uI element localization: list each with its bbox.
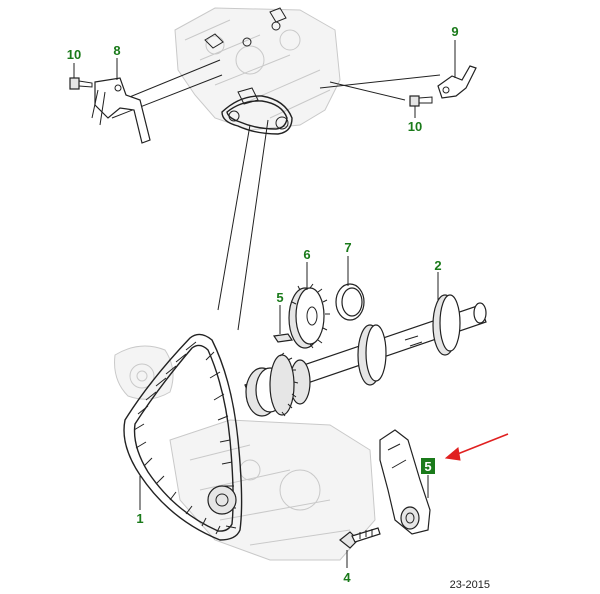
callout-5-key: 5 <box>276 290 283 305</box>
red-arrow <box>444 433 509 461</box>
part-8-bracket <box>91 77 151 144</box>
callout-5-boxed-label: 5 <box>424 459 431 474</box>
callout-8: 8 <box>113 43 120 58</box>
lower-sprocket <box>207 485 237 515</box>
callout-1: 1 <box>136 511 143 526</box>
part-1-timing-belt <box>123 333 243 541</box>
engine-block-lower-ghost <box>114 345 376 561</box>
part-6-sprocket <box>288 283 330 349</box>
callout-4: 4 <box>343 570 351 585</box>
engine-block-top-ghost <box>174 7 341 131</box>
callout-6: 6 <box>303 247 310 262</box>
part-10-bolt-left <box>69 77 93 90</box>
part-2-camshaft <box>244 294 487 417</box>
top-timing-belt <box>221 87 293 135</box>
tensioner-arm <box>379 429 431 535</box>
callout-9: 9 <box>451 24 458 39</box>
callout-5-boxed: 5 <box>421 458 435 474</box>
part-10-bolt-right <box>409 95 433 107</box>
callout-leaders <box>73 40 456 568</box>
callout-2: 2 <box>434 258 441 273</box>
callout-10-left: 10 <box>67 47 81 62</box>
part-7-circlip <box>335 283 365 321</box>
part-5-key <box>272 333 294 343</box>
figure-code: 23-2015 <box>450 579 490 591</box>
camshaft-gear <box>269 352 299 417</box>
callout-7: 7 <box>344 240 351 255</box>
callout-10-right: 10 <box>408 119 422 134</box>
projection-lines <box>109 59 441 331</box>
part-4-bolt <box>339 527 381 549</box>
part-9-sensor <box>437 65 477 99</box>
